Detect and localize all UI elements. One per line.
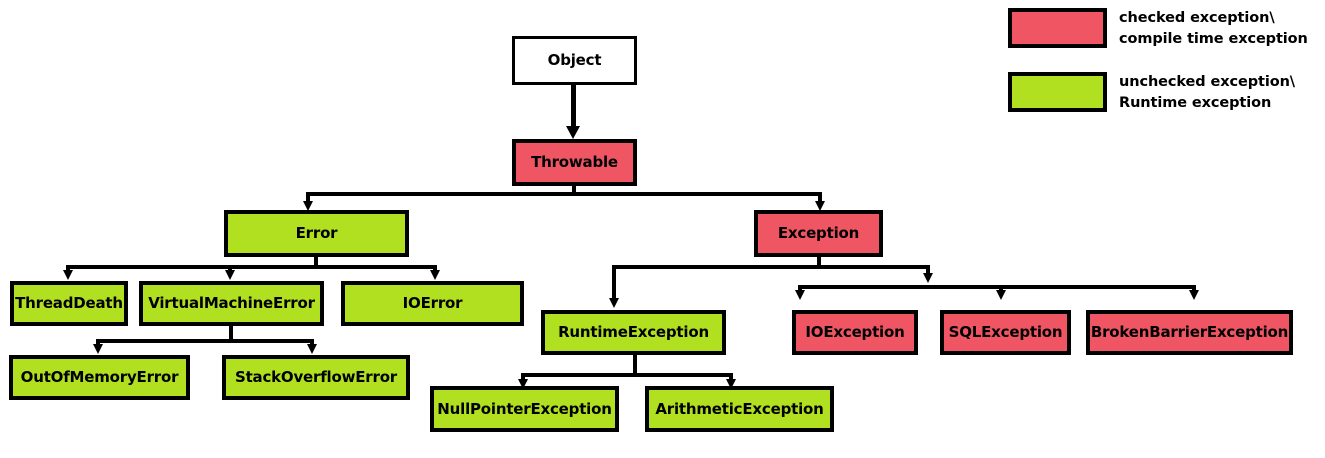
node-null-pointer-exception[interactable]: NullPointerException xyxy=(430,386,619,432)
edge-exception-stem xyxy=(817,257,821,267)
arrowhead-null-pointer-exception xyxy=(518,379,528,389)
node-runtime-exception[interactable]: RuntimeException xyxy=(541,310,726,355)
edge-checked-bus xyxy=(798,285,1196,289)
arrowhead-throwable xyxy=(566,126,580,139)
node-arithmetic-exception[interactable]: ArithmeticException xyxy=(645,386,834,432)
legend-swatch-checked xyxy=(1008,8,1107,48)
arrowhead-virtual-machine-error xyxy=(225,270,235,280)
edge-vme-oome-drop xyxy=(96,339,100,348)
arrowhead-thread-death xyxy=(63,270,73,280)
node-throwable[interactable]: Throwable xyxy=(512,139,637,186)
node-broken-barrier-exception[interactable]: BrokenBarrierException xyxy=(1086,310,1293,355)
node-io-error[interactable]: IOError xyxy=(341,281,524,326)
edge-checked-sqlexception-drop xyxy=(999,285,1003,294)
node-object-label: Object xyxy=(547,51,602,69)
edge-runtime-bus xyxy=(521,373,733,377)
legend-swatch-unchecked xyxy=(1008,72,1107,112)
edge-runtime-npe-drop xyxy=(521,373,525,384)
node-thread-death-label: ThreadDeath xyxy=(15,294,123,312)
edge-checked-bbe-drop xyxy=(1192,285,1196,294)
node-throwable-label: Throwable xyxy=(531,153,618,171)
node-virtual-machine-error-label: VirtualMachineError xyxy=(148,294,315,312)
edge-error-ioerror-drop xyxy=(433,265,437,274)
edge-exception-checked-drop xyxy=(926,265,930,278)
node-virtual-machine-error[interactable]: VirtualMachineError xyxy=(139,281,324,326)
node-runtime-exception-label: RuntimeException xyxy=(558,323,709,341)
edge-object-throwable xyxy=(571,85,576,129)
edge-vme-stem xyxy=(229,325,233,341)
edge-exception-runtime-drop xyxy=(612,265,616,303)
node-error-label: Error xyxy=(295,224,338,242)
node-arithmetic-exception-label: ArithmeticException xyxy=(655,399,824,418)
arrowhead-sql-exception xyxy=(996,290,1006,300)
arrowhead-out-of-memory-error xyxy=(93,344,103,354)
edge-vme-soe-drop xyxy=(310,339,314,348)
edge-runtime-stem xyxy=(633,355,637,375)
node-thread-death[interactable]: ThreadDeath xyxy=(10,281,128,326)
node-sql-exception-label: SQLException xyxy=(948,323,1063,341)
node-null-pointer-exception-label: NullPointerException xyxy=(437,399,612,418)
node-stack-overflow-error-label: StackOverflowError xyxy=(234,368,398,386)
arrowhead-arithmetic-exception xyxy=(726,379,736,389)
edge-throwable-exception-drop xyxy=(818,192,822,204)
node-out-of-memory-error[interactable]: OutOfMemoryError xyxy=(9,355,190,400)
node-io-exception-label: IOException xyxy=(805,323,905,341)
node-io-error-label: IOError xyxy=(402,294,463,312)
edge-throwable-error-drop xyxy=(306,192,310,204)
arrowhead-io-error xyxy=(430,270,440,280)
edge-error-vme-drop xyxy=(228,265,232,274)
node-exception-label: Exception xyxy=(777,224,860,242)
node-sql-exception[interactable]: SQLException xyxy=(940,310,1071,355)
edge-throwable-bus xyxy=(306,192,822,196)
node-io-exception[interactable]: IOException xyxy=(792,310,918,355)
edge-vme-bus xyxy=(96,339,314,343)
edge-throwable-stem xyxy=(572,185,576,196)
arrowhead-error xyxy=(303,201,313,211)
legend-label-checked: checked exception\ compile time exceptio… xyxy=(1119,10,1308,48)
arrowhead-runtime-exception xyxy=(609,298,619,308)
edge-error-threaddeath-drop xyxy=(66,265,70,274)
arrowhead-broken-barrier-exception xyxy=(1189,290,1199,300)
node-exception[interactable]: Exception xyxy=(754,210,883,257)
node-object[interactable]: Object xyxy=(512,36,637,85)
node-stack-overflow-error[interactable]: StackOverflowError xyxy=(222,355,410,400)
arrowhead-stack-overflow-error xyxy=(307,344,317,354)
edge-runtime-ae-drop xyxy=(729,373,733,384)
node-broken-barrier-exception-label: BrokenBarrierException xyxy=(1090,323,1289,341)
arrowhead-io-exception xyxy=(795,290,805,300)
node-error[interactable]: Error xyxy=(224,210,409,257)
edge-error-stem xyxy=(314,257,318,267)
edge-checked-ioexception-drop xyxy=(798,285,802,294)
edge-exception-bus xyxy=(612,265,930,269)
legend-label-unchecked: unchecked exception\ Runtime exception xyxy=(1119,74,1295,112)
arrowhead-checked-group xyxy=(923,273,933,283)
edge-error-bus xyxy=(66,265,437,269)
arrowhead-exception xyxy=(815,201,825,211)
node-out-of-memory-error-label: OutOfMemoryError xyxy=(20,368,179,386)
